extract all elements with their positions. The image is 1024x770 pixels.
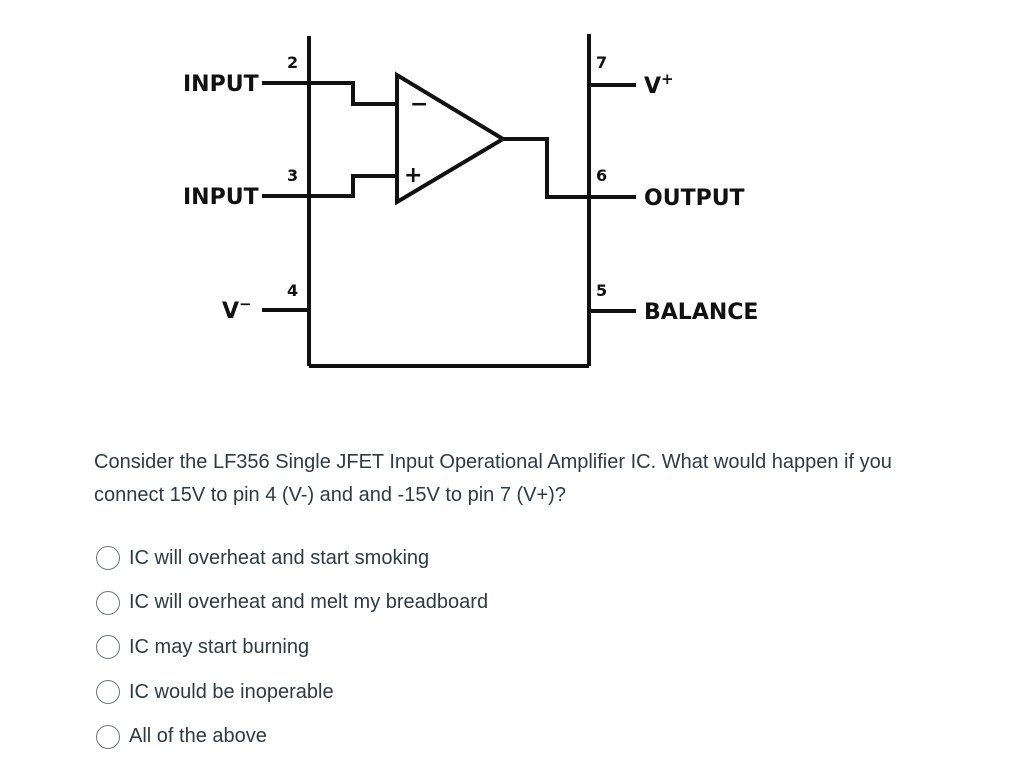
pin-label-input-inverting: INPUT — [183, 72, 259, 97]
inverting-input-wire — [309, 81, 397, 106]
opamp-plus-sign: + — [404, 163, 422, 188]
pin-label-v-minus: V− — [222, 295, 252, 324]
answer-option-label[interactable]: IC will overheat and melt my breadboard — [129, 591, 489, 614]
answer-option[interactable]: IC may start burning — [96, 625, 488, 670]
pin-number-4: 4 — [287, 281, 298, 300]
answer-option[interactable]: IC will overheat and melt my breadboard — [96, 581, 488, 626]
answer-option-label[interactable]: IC will overheat and start smoking — [129, 546, 430, 569]
question-text: Consider the LF356 Single JFET Input Ope… — [94, 451, 892, 506]
pin-label-balance: BALANCE — [644, 300, 758, 325]
pin-number-5: 5 — [596, 281, 607, 300]
output-wire — [503, 137, 589, 199]
radio-button[interactable] — [96, 590, 120, 615]
pin-number-6: 6 — [596, 166, 607, 185]
lf356-pinout-diagram: − + 2 3 4 7 6 5 INPUT INPUT V− V+ OUTPUT… — [183, 34, 758, 368]
pin-number-7: 7 — [596, 53, 607, 72]
answer-option-label[interactable]: All of the above — [129, 725, 267, 748]
opamp-minus-sign: − — [410, 92, 428, 117]
answer-options: IC will overheat and start smoking IC wi… — [96, 536, 488, 759]
pin-number-3: 3 — [287, 166, 298, 185]
answer-option-label[interactable]: IC would be inoperable — [129, 680, 334, 703]
pin-label-v-plus: V+ — [644, 70, 674, 99]
answer-option-label[interactable]: IC may start burning — [129, 635, 310, 658]
radio-button[interactable] — [96, 635, 120, 660]
noninverting-input-wire — [309, 174, 397, 198]
answer-option[interactable]: IC would be inoperable — [96, 670, 488, 715]
radio-button[interactable] — [96, 680, 120, 705]
radio-button[interactable] — [96, 546, 120, 571]
opamp-symbol — [395, 71, 507, 206]
answer-option[interactable]: All of the above — [96, 714, 488, 759]
pin-number-2: 2 — [287, 53, 298, 72]
answer-option[interactable]: IC will overheat and start smoking — [96, 536, 488, 581]
pin-label-output: OUTPUT — [644, 186, 745, 211]
radio-button[interactable] — [96, 724, 120, 749]
pin-label-input-noninverting: INPUT — [183, 185, 259, 210]
